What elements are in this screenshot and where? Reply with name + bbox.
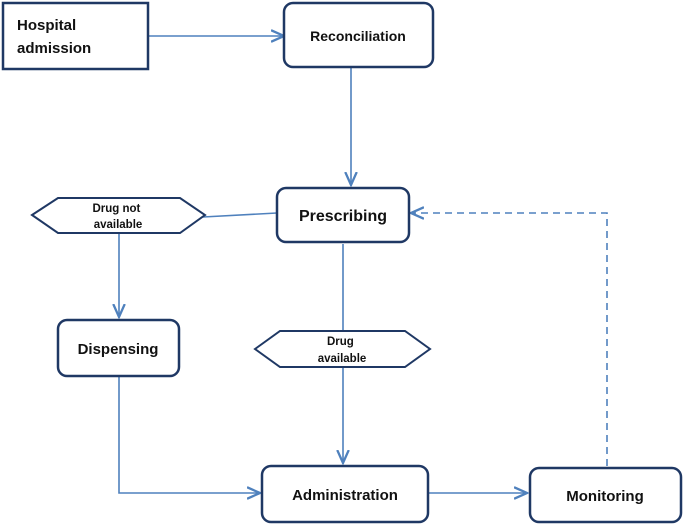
drug-available-label-line1: Drug bbox=[327, 336, 354, 348]
hospital-admission-label-line2: admission bbox=[17, 40, 91, 57]
svg-text:Drug not available: Drug not available bbox=[92, 203, 143, 231]
prescribing-node: Prescribing bbox=[275, 186, 411, 244]
connectors bbox=[118, 36, 608, 493]
reconciliation-label: Reconciliation bbox=[310, 28, 406, 44]
administration-label: Administration bbox=[292, 487, 398, 504]
drug-not-available-decision: Drug not available bbox=[30, 197, 207, 234]
svg-text:Hospital admission: Hospital admission bbox=[17, 17, 91, 57]
administration-node: Administration bbox=[260, 464, 430, 524]
dispensing-node: Dispensing bbox=[56, 318, 181, 378]
svg-text:Drug available: Drug available bbox=[318, 336, 367, 365]
line-prescribing-to-drug-not-available bbox=[202, 212, 278, 218]
prescribing-label: Prescribing bbox=[299, 208, 387, 225]
dispensing-label: Dispensing bbox=[78, 341, 159, 358]
reconciliation-node: Reconciliation bbox=[282, 1, 435, 69]
monitoring-node: Monitoring bbox=[528, 466, 683, 524]
drug-available-decision: Drug available bbox=[253, 330, 432, 368]
arrow-dispensing-to-administration bbox=[118, 376, 260, 493]
dashed-arrow-monitoring-to-prescribing bbox=[411, 213, 608, 466]
drug-available-label-line2: available bbox=[318, 353, 367, 365]
drug-not-available-label-line2: available bbox=[94, 219, 143, 231]
monitoring-label: Monitoring bbox=[566, 488, 643, 505]
hospital-admission-label-line1: Hospital bbox=[17, 17, 76, 34]
drug-not-available-label-line1: Drug not bbox=[92, 203, 140, 215]
hospital-admission-node: Hospital admission bbox=[1, 1, 150, 71]
